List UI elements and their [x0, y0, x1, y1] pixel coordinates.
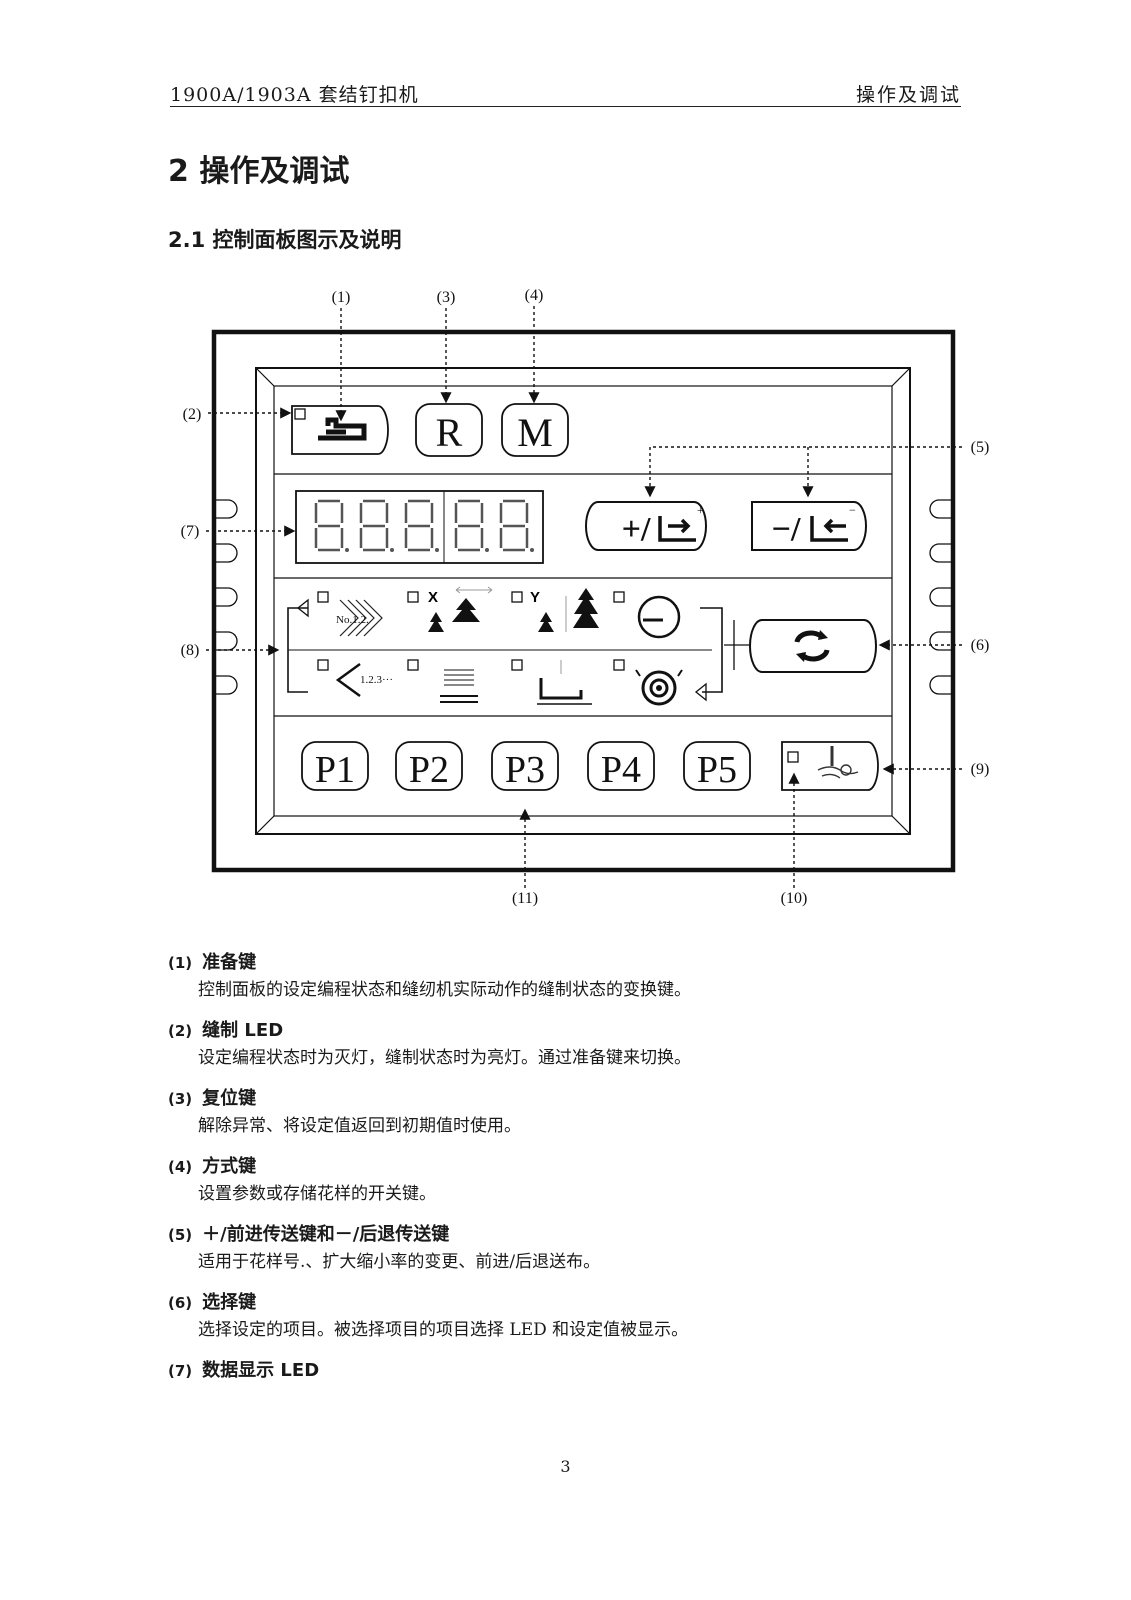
item-desc: 解除异常、将设定值返回到初期值时使用。	[198, 1116, 521, 1136]
item-desc: 选择设定的项目。被选择项目的项目选择 LED 和设定值被显示。	[198, 1320, 689, 1340]
plus-forward-feed-key[interactable]: +/ +	[584, 501, 708, 551]
preset-key-p2[interactable]: P2	[395, 741, 463, 791]
stitch-count-icon	[440, 669, 478, 703]
selection-indicators: No.1.2. X Y 1.2.3···	[287, 586, 723, 706]
svg-text:1.2.3···: 1.2.3···	[360, 674, 393, 686]
control-panel-diagram: R M +/ + −/ −	[181, 287, 990, 907]
data-display-led	[295, 490, 544, 564]
mode-key[interactable]: M	[501, 403, 569, 457]
subsection-title: 2.1 控制面板图示及说明	[168, 228, 402, 252]
item-descriptions: (1)准备键 控制面板的设定编程状态和缝纫机实际动作的缝制状态的变换键。 (2)…	[168, 950, 968, 1398]
speed-icon	[637, 595, 681, 639]
svg-text:Y: Y	[530, 589, 540, 606]
select-key[interactable]	[748, 619, 878, 673]
preset-key-p4[interactable]: P4	[587, 741, 655, 791]
page-number: 3	[560, 1457, 571, 1476]
svg-text:P5: P5	[697, 749, 737, 791]
item-title: 方式键	[202, 1156, 257, 1177]
preset-key-p5[interactable]: P5	[683, 741, 751, 791]
svg-text:P4: P4	[601, 749, 641, 791]
header-rule	[170, 106, 961, 107]
item-desc: 设置参数或存储花样的开关键。	[198, 1184, 436, 1204]
item-title: ＋/前进传送键和－/后退传送键	[202, 1224, 450, 1245]
svg-text:(7): (7)	[181, 523, 200, 540]
header-right: 操作及调试	[855, 84, 961, 106]
threading-led	[787, 751, 799, 763]
threading-hand-icon	[817, 746, 859, 779]
item-3: (3)复位键 解除异常、将设定值返回到初期值时使用。	[168, 1086, 968, 1140]
y-scale-icon	[538, 588, 599, 632]
item-title: 准备键	[202, 952, 257, 973]
svg-text:P3: P3	[505, 749, 545, 791]
svg-text:R: R	[436, 410, 463, 455]
section-title: 2 操作及调试	[168, 154, 350, 189]
item-7: (7)数据显示 LED	[168, 1360, 320, 1381]
svg-text:P1: P1	[315, 749, 355, 791]
sequence-icon	[335, 662, 361, 698]
item-4: (4)方式键 设置参数或存储花样的开关键。	[168, 1154, 968, 1208]
minus-backward-feed-key[interactable]: −/ −	[751, 501, 868, 551]
presser-foot-icon	[537, 660, 592, 705]
panel-inner-frame	[255, 367, 911, 835]
svg-text:X: X	[428, 589, 438, 606]
item-2: (2)缝制 LED 设定编程状态时为灭灯，缝制状态时为亮灯。通过准备键来切换。	[168, 1018, 968, 1072]
svg-text:+/: +/	[622, 511, 651, 548]
item-desc: 控制面板的设定编程状态和缝纫机实际动作的缝制状态的变换键。	[198, 980, 691, 1000]
left-side-tabs	[214, 499, 238, 695]
panel-outer-frame	[211, 329, 956, 873]
sewing-led	[294, 408, 306, 420]
svg-text:−: −	[849, 503, 856, 517]
item-title: 缝制 LED	[202, 1020, 284, 1041]
callout-labels: (1) (2) (3) (4) (5) (6) (7) (8) (9) (10)…	[181, 287, 990, 907]
item-desc: 适用于花样号.、扩大缩小率的变更、前进/后退送布。	[198, 1252, 601, 1272]
svg-text:−/: −/	[772, 511, 801, 548]
right-side-tabs	[929, 499, 953, 695]
svg-text:+: +	[697, 503, 704, 517]
preset-key-p3[interactable]: P3	[491, 741, 559, 791]
reset-key[interactable]: R	[415, 403, 483, 457]
ready-key[interactable]	[291, 405, 389, 455]
sewing-machine-icon	[318, 417, 367, 441]
item-1: (1)准备键 控制面板的设定编程状态和缝纫机实际动作的缝制状态的变换键。	[168, 950, 968, 1004]
svg-text:(10): (10)	[781, 890, 808, 907]
forward-feed-icon	[658, 516, 696, 542]
svg-text:(8): (8)	[181, 642, 200, 659]
item-title: 复位键	[202, 1088, 257, 1109]
seven-seg-digits	[314, 499, 529, 552]
threading-key[interactable]	[781, 741, 879, 791]
cycle-arrow-right-icon	[700, 607, 723, 693]
pattern-number-icon	[339, 599, 383, 637]
header-left: 1900A/1903A 套结钉扣机	[170, 84, 419, 106]
item-title: 数据显示 LED	[202, 1360, 320, 1381]
svg-text:(4): (4)	[525, 287, 544, 304]
callout-arrows	[206, 306, 962, 888]
bobbin-counter-icon	[635, 669, 683, 706]
svg-text:No.1.2.: No.1.2.	[336, 614, 369, 626]
svg-text:(9): (9)	[971, 761, 990, 778]
svg-text:(5): (5)	[971, 439, 990, 456]
svg-text:(1): (1)	[332, 289, 351, 306]
backward-feed-icon	[810, 516, 848, 542]
svg-text:(6): (6)	[971, 637, 990, 654]
item-5: (5)＋/前进传送键和－/后退传送键 适用于花样号.、扩大缩小率的变更、前进/后…	[168, 1222, 968, 1276]
preset-key-p1[interactable]: P1	[301, 741, 369, 791]
item-desc: 设定编程状态时为灭灯，缝制状态时为亮灯。通过准备键来切换。	[198, 1048, 691, 1068]
x-scale-icon	[428, 598, 480, 632]
svg-text:(11): (11)	[512, 890, 538, 907]
item-title: 选择键	[202, 1292, 257, 1313]
svg-text:(2): (2)	[183, 406, 202, 423]
svg-text:P2: P2	[409, 749, 449, 791]
svg-text:(3): (3)	[437, 289, 456, 306]
item-6: (6)选择键 选择设定的项目。被选择项目的项目选择 LED 和设定值被显示。	[168, 1290, 968, 1344]
svg-text:M: M	[517, 410, 553, 455]
